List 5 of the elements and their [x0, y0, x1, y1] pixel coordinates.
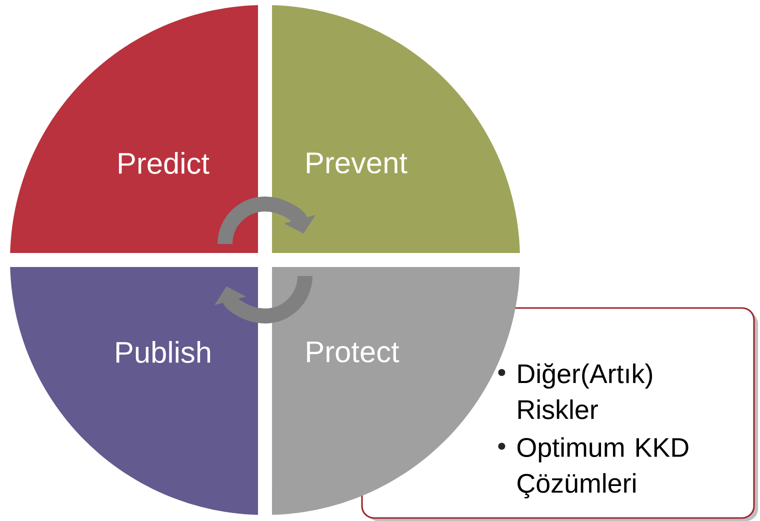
cycle-arrow [218, 196, 316, 244]
quadrant: Prevent [272, 5, 520, 253]
quadrant: Predict [10, 5, 258, 253]
cycle-arrow [214, 276, 312, 324]
quadrant: Publish [10, 267, 258, 515]
